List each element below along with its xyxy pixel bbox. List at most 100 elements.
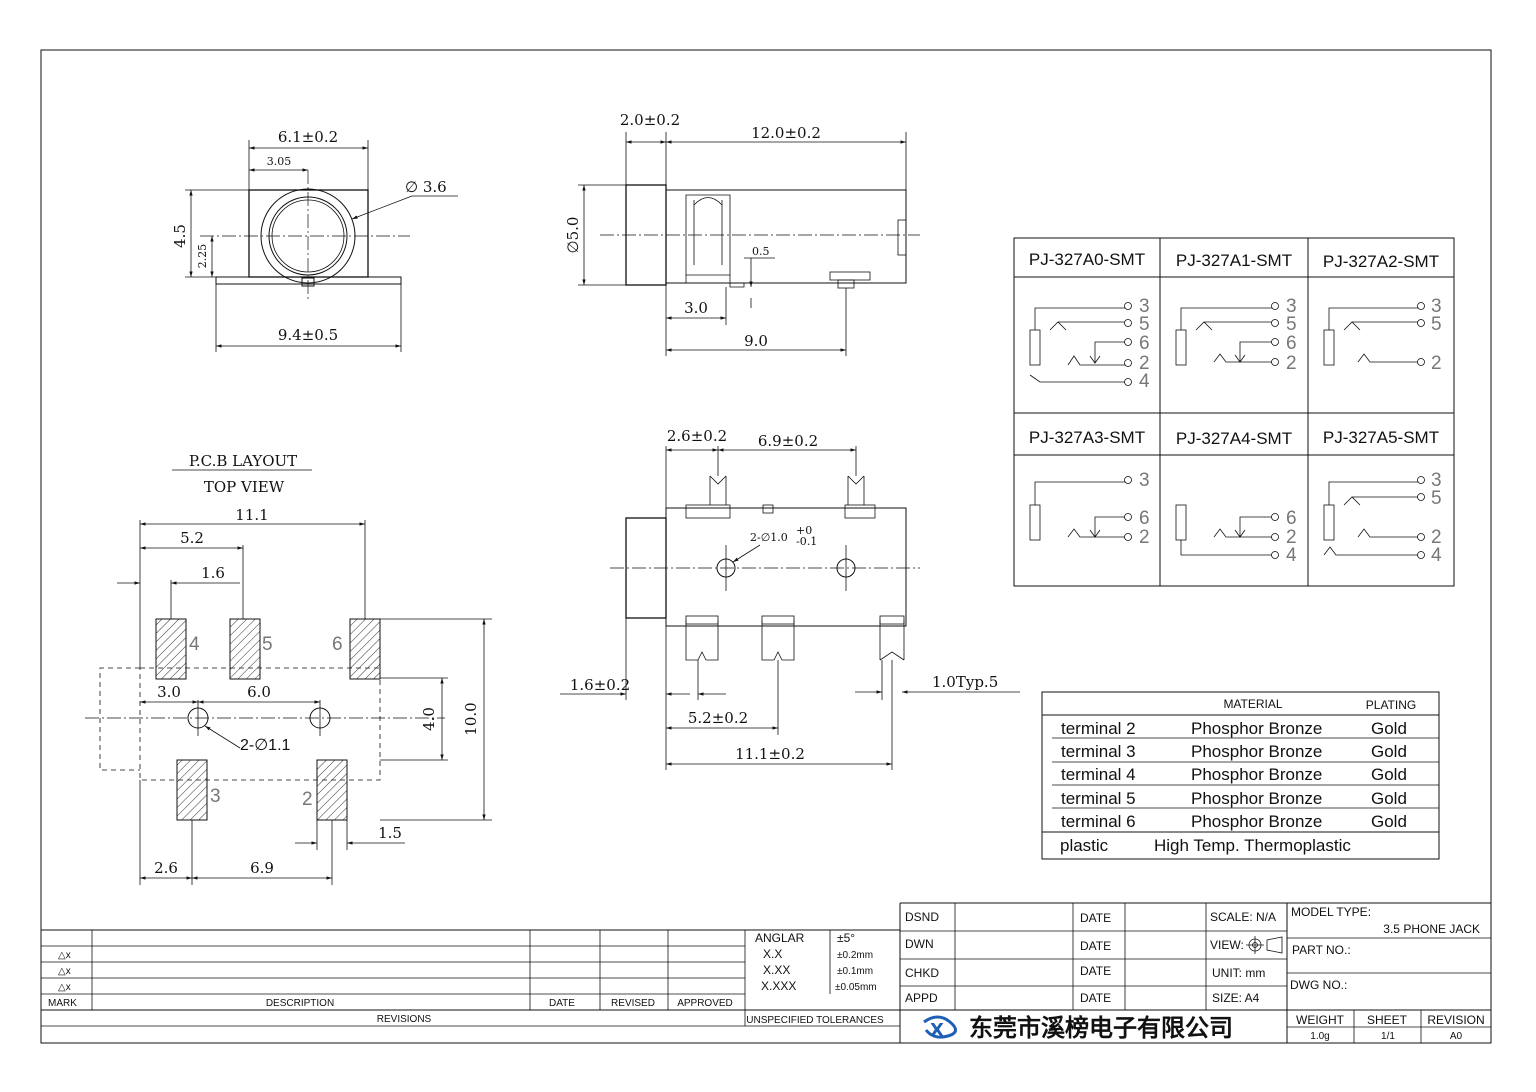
front-height-dim: 4.5 [171,224,189,248]
tol-value-2: ±0.2mm [837,950,873,961]
a0-pin-1: 3 [1139,296,1150,317]
pcb-hole-dim: 2-∅1.1 [240,737,291,754]
schematic-a2: 3 5 2 [1323,296,1442,374]
a0-pin-2: 5 [1139,314,1150,335]
top-pin-offset-dim: 2.6±0.2 [667,427,727,445]
tol-label-2: X.X [763,947,782,961]
signoff-appd: APPD [905,991,938,1005]
unit-label: UNIT: mm [1212,966,1265,980]
svg-text:X: X [930,1020,944,1041]
variant-name-a1: PJ-327A1-SMT [1176,251,1292,270]
side-view: 2.0±0.2 12.0±0.2 ∅5.0 0.5 3.0 9.0 [564,111,920,356]
front-width-dim: 6.1±0.2 [278,128,338,146]
pcb-overall-dim: 11.1 [235,506,268,524]
mat-part-3: terminal 4 [1061,765,1136,784]
revision-header-mark: MARK [48,998,77,1009]
top-typ-dim: 1.0Typ.5 [932,673,998,691]
signoff-date-4: DATE [1080,991,1111,1005]
schematic-a4: 6 2 4 [1175,504,1297,566]
part-no-label: PART NO.: [1292,943,1351,957]
a5-pin-4: 4 [1431,545,1442,566]
variant-table: PJ-327A0-SMT PJ-327A1-SMT PJ-327A2-SMT P… [1013,237,1455,587]
top-lower-pin-dim: 5.2±0.2 [688,709,748,727]
materials-table: MATERIAL PLATING terminal 2 Phosphor Bro… [1041,691,1440,860]
a5-pin-3: 2 [1431,527,1442,548]
drawing-frame [40,49,1492,1044]
revision-value: A0 [1450,1031,1463,1042]
mat-material-1: Phosphor Bronze [1191,719,1322,738]
a5-pin-1: 3 [1431,470,1442,491]
mat-part-4: terminal 5 [1061,789,1136,808]
pcb-dim-26: 2.6 [154,859,178,877]
a5-pin-2: 5 [1431,488,1442,509]
tol-label-3: X.XX [763,963,790,977]
variant-name-a0: PJ-327A0-SMT [1029,250,1145,269]
a0-pin-5: 4 [1139,371,1150,392]
a1-pin-2: 5 [1286,314,1297,335]
revisions-footer: REVISIONS [377,1014,432,1025]
pcb-title: P.C.B LAYOUT [189,452,297,470]
pcb-dim-100: 10.0 [462,702,480,735]
front-half-width-dim: 3.05 [267,155,292,168]
a1-pin-3: 6 [1286,333,1297,354]
schematic-a1: 3 5 6 2 [1175,296,1297,374]
mat-part-2: terminal 3 [1061,742,1136,761]
pcb-layout: P.C.B LAYOUT TOP VIEW 4 5 6 3 2 2-∅1.1 1… [85,452,492,885]
side-collar-dim: 2.0±0.2 [620,111,680,129]
schematic-a3: 3 6 2 [1029,470,1150,548]
front-diameter-dim: ∅ 3.6 [405,178,447,196]
mat-plating-2: Gold [1371,742,1407,761]
a2-pin-2: 5 [1431,314,1442,335]
tol-label-4: X.XXX [761,979,796,993]
a0-pin-4: 2 [1139,353,1150,374]
a3-pin-2: 6 [1139,508,1150,529]
tol-label-1: ANGLAR [755,931,805,945]
top-hole-tol-upper: +0 [796,524,812,537]
size-label: SIZE: A4 [1212,991,1260,1005]
a1-pin-1: 3 [1286,296,1297,317]
a3-pin-3: 2 [1139,527,1150,548]
a3-pin-1: 3 [1139,470,1150,491]
front-view: 6.1±0.2 3.05 ∅ 3.6 4.5 2.25 9.4±0.5 [171,128,458,352]
mat-material-6: High Temp. Thermoplastic [1154,836,1351,855]
mat-part-5: terminal 6 [1061,812,1136,831]
variant-name-a3: PJ-327A3-SMT [1029,428,1145,447]
model-type-value: 3.5 PHONE JACK [1383,922,1480,936]
a4-pin-2: 2 [1286,527,1297,548]
view-label: VIEW: [1210,938,1244,952]
signoff-date-1: DATE [1080,911,1111,925]
mat-plating-3: Gold [1371,765,1407,784]
side-offset-dim: 3.0 [684,299,708,317]
revisions-block: △x △x △x MARK DESCRIPTION DATE REVISED A… [41,929,900,1027]
top-pin-span-dim: 6.9±0.2 [758,432,818,450]
signoff-date-3: DATE [1080,964,1111,978]
pcb-dim-30: 3.0 [157,683,181,701]
sheet-value: 1/1 [1381,1031,1395,1042]
a2-pin-1: 3 [1431,296,1442,317]
revision-mark-1: △x [58,950,71,961]
revision-mark-2: △x [58,966,71,977]
mat-part-1: terminal 2 [1061,719,1136,738]
signoff-date-2: DATE [1080,939,1111,953]
schematic-a0: 3 5 6 2 4 [1029,296,1150,392]
a2-pin-3: 2 [1431,353,1442,374]
mat-material-2: Phosphor Bronze [1191,742,1322,761]
top-overall-dim: 11.1±0.2 [735,745,805,763]
weight-label: WEIGHT [1296,1013,1345,1027]
model-type-label: MODEL TYPE: [1291,905,1371,919]
variant-name-a5: PJ-327A5-SMT [1323,428,1439,447]
sheet-label: SHEET [1367,1013,1408,1027]
side-length-dim: 12.0±0.2 [751,124,821,142]
signoff-dsnd: DSND [905,910,939,924]
mat-material-3: Phosphor Bronze [1191,765,1322,784]
a1-pin-4: 2 [1286,353,1297,374]
mat-part-6: plastic [1060,836,1109,855]
projection-symbol-icon [1246,936,1283,954]
side-pin-dim: 0.5 [752,245,770,258]
pcb-dim-60: 6.0 [247,683,271,701]
dwg-no-label: DWG NO.: [1290,978,1347,992]
tol-value-4: ±0.05mm [835,982,877,993]
title-block: DSND DWN CHKD APPD DATE DATE DATE DATE S… [899,902,1491,1043]
top-collar-dim: 1.6±0.2 [570,676,630,694]
signoff-dwn: DWN [905,937,934,951]
